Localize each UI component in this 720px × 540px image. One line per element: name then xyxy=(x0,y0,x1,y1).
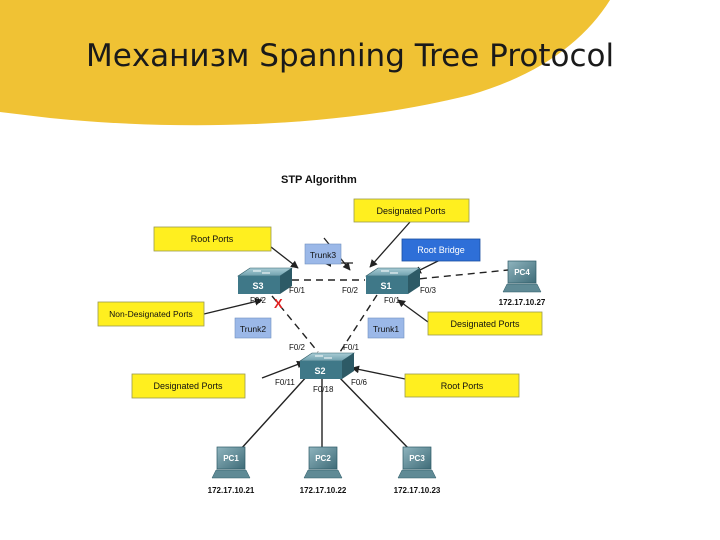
callout-root-ports-right: Root Ports xyxy=(404,373,520,398)
switch-s3: S3 xyxy=(237,267,293,294)
svg-text:Non-Designated Ports: Non-Designated Ports xyxy=(109,309,193,319)
port-s1-f02: F0/2 xyxy=(342,286,359,295)
trunk2-label: Trunk2 xyxy=(234,317,272,339)
svg-text:Root Ports: Root Ports xyxy=(191,234,234,244)
diagram-caption: STP Algorithm xyxy=(281,174,357,186)
port-s1-f03: F0/3 xyxy=(420,286,437,295)
switch-s1: S1 xyxy=(365,267,421,294)
svg-text:Root Ports: Root Ports xyxy=(441,381,484,391)
pc3-label: PC3 xyxy=(409,454,425,463)
callout-non-designated: Non-Designated Ports xyxy=(97,301,205,327)
switch-s1-label: S1 xyxy=(380,281,391,291)
svg-text:Trunk2: Trunk2 xyxy=(240,324,266,334)
links xyxy=(239,269,509,451)
port-s1-f01: F0/1 xyxy=(384,296,401,305)
pc2: PC2 172.17.10.22 xyxy=(300,446,347,495)
port-s3-f01: F0/1 xyxy=(289,286,306,295)
callout-designated-left: Designated Ports xyxy=(131,373,246,399)
port-s3-f02: F0/2 xyxy=(250,296,267,305)
pc1-label: PC1 xyxy=(223,454,239,463)
trunk3-label: Trunk3 xyxy=(304,243,342,265)
link-s2-pc3 xyxy=(336,374,411,451)
port-s2-f02: F0/2 xyxy=(289,343,306,352)
callout-root-bridge: Root Bridge xyxy=(401,238,481,262)
blocked-port-marker: X xyxy=(274,296,283,311)
callout-designated-top: Designated Ports xyxy=(353,198,470,223)
pc3: PC3 172.17.10.23 xyxy=(394,446,441,495)
svg-text:Trunk3: Trunk3 xyxy=(310,250,336,260)
port-s2-f018: F0/18 xyxy=(313,385,334,394)
pc1-ip: 172.17.10.21 xyxy=(208,486,255,495)
pc2-label: PC2 xyxy=(315,454,331,463)
switch-s3-label: S3 xyxy=(252,281,263,291)
pc4-ip: 172.17.10.27 xyxy=(499,298,546,307)
slide-title: Механизм Spanning Tree Protocol xyxy=(86,38,615,74)
pc2-ip: 172.17.10.22 xyxy=(300,486,347,495)
pc4-label: PC4 xyxy=(514,268,530,277)
link-s3-s2 xyxy=(271,295,319,353)
port-labels: F0/1 F0/2 F0/2 F0/1 F0/3 F0/2 F0/1 F0/11… xyxy=(250,286,437,394)
trunk1-label: Trunk1 xyxy=(367,317,405,339)
link-s1-pc4 xyxy=(407,269,509,281)
switch-s2: S2 xyxy=(299,352,355,379)
svg-text:Root Bridge: Root Bridge xyxy=(417,245,465,255)
port-s2-f01: F0/1 xyxy=(343,343,360,352)
svg-text:Designated Ports: Designated Ports xyxy=(153,381,223,391)
callout-root-ports-top: Root Ports xyxy=(153,226,272,252)
pc4: PC4 172.17.10.27 xyxy=(499,260,546,307)
svg-text:Designated Ports: Designated Ports xyxy=(450,319,520,329)
header-accent-shape xyxy=(0,0,610,126)
port-s2-f011: F0/11 xyxy=(275,378,295,387)
svg-text:Designated Ports: Designated Ports xyxy=(376,206,446,216)
callout-designated-right: Designated Ports xyxy=(427,311,543,336)
port-s2-f06: F0/6 xyxy=(351,378,368,387)
pc3-ip: 172.17.10.23 xyxy=(394,486,441,495)
svg-text:Trunk1: Trunk1 xyxy=(373,324,399,334)
pc1: PC1 172.17.10.21 xyxy=(208,446,255,495)
link-s2-pc1 xyxy=(239,374,309,451)
switch-s2-label: S2 xyxy=(314,366,325,376)
